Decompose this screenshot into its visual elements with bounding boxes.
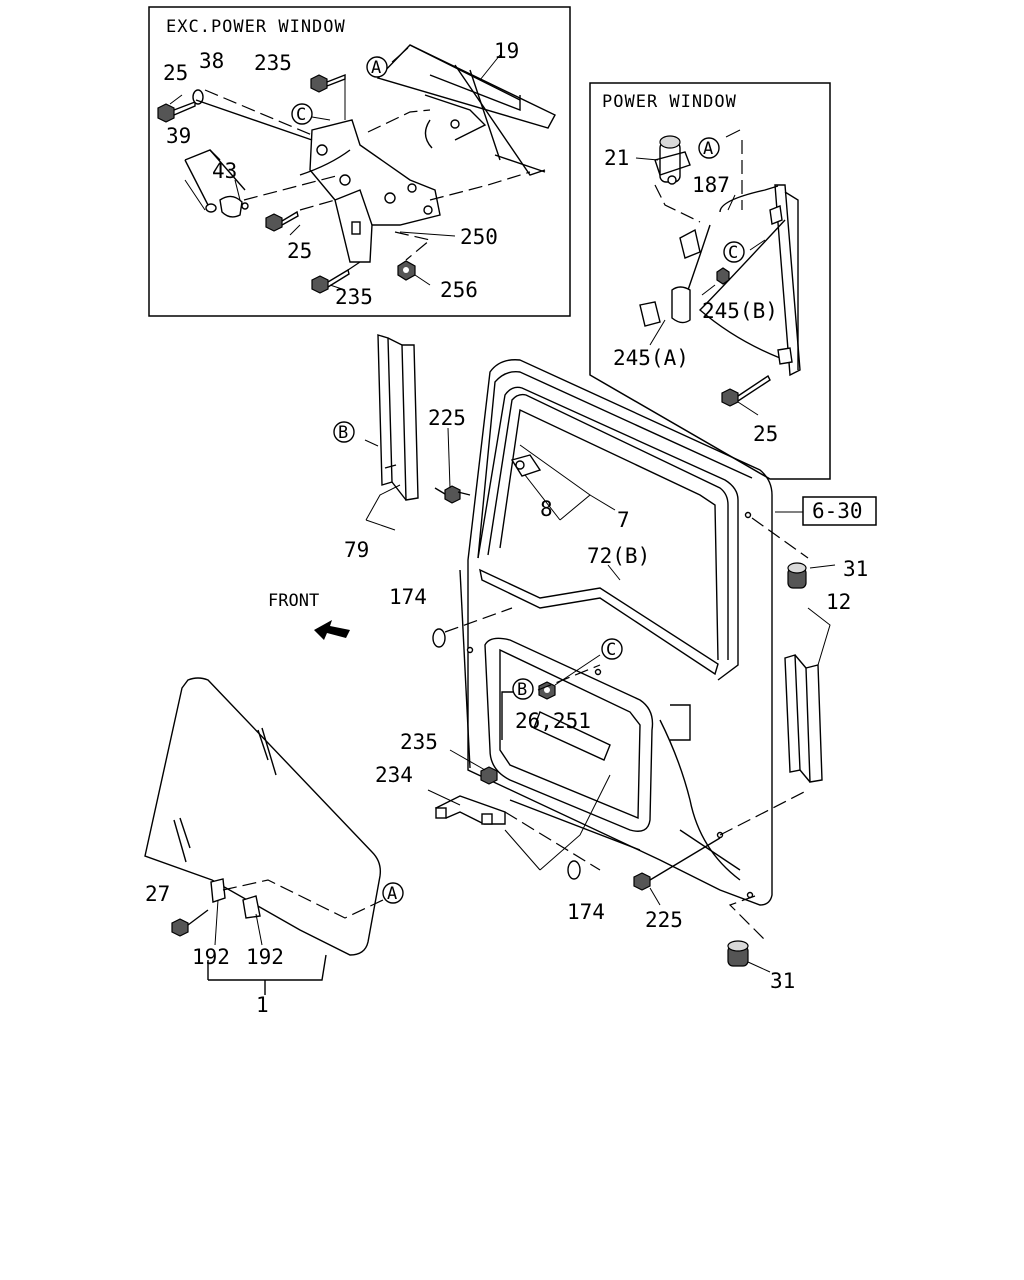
callout-43: 43 bbox=[212, 159, 237, 183]
front-channel-12 bbox=[784, 654, 823, 783]
callout-31: 31 bbox=[843, 557, 868, 581]
callout-31: 31 bbox=[770, 969, 795, 993]
callout-192: 192 bbox=[246, 945, 284, 969]
nut-26-251 bbox=[538, 681, 556, 700]
glass-clip-8 bbox=[510, 454, 542, 477]
reference-circle-c: C bbox=[723, 241, 745, 263]
bolt-25-lower bbox=[265, 210, 299, 232]
window-frame-run bbox=[477, 386, 739, 681]
front-label: FRONT bbox=[268, 591, 319, 611]
manual-regulator-arm bbox=[376, 44, 556, 176]
rear-channel-79 bbox=[377, 334, 419, 501]
callout-25: 25 bbox=[163, 61, 188, 85]
reference-circle-c: C bbox=[291, 103, 313, 125]
callout-235: 235 bbox=[335, 285, 373, 309]
callout-19: 19 bbox=[494, 39, 519, 63]
regulator-bracket-234 bbox=[434, 795, 506, 825]
reference-circle-a: A bbox=[366, 56, 388, 78]
svg-text:C: C bbox=[728, 243, 738, 263]
plug-174-lower bbox=[567, 860, 581, 880]
svg-text:A: A bbox=[703, 139, 713, 159]
callout-245a: 245(A) bbox=[613, 346, 689, 370]
reference-circle-a: A bbox=[382, 882, 404, 904]
inset-exc-power-window-frame bbox=[148, 6, 571, 317]
callout-192: 192 bbox=[192, 945, 230, 969]
inset-exc-power-window-title: EXC.POWER WINDOW bbox=[166, 17, 346, 37]
manual-regulator-plate bbox=[299, 119, 441, 263]
callout-8: 8 bbox=[540, 497, 553, 521]
bolt-235-main bbox=[480, 766, 498, 785]
callout-72b: 72(B) bbox=[587, 544, 650, 568]
callout-7: 7 bbox=[617, 508, 630, 532]
callout-235: 235 bbox=[254, 51, 292, 75]
callout-79: 79 bbox=[344, 538, 369, 562]
bolt-25-inset bbox=[157, 100, 196, 123]
callout-39: 39 bbox=[166, 124, 191, 148]
stopper-31-upper bbox=[787, 562, 807, 589]
glass-channel-192-a bbox=[210, 878, 226, 903]
glass-channel-192-b bbox=[242, 895, 261, 919]
callout-250: 250 bbox=[460, 225, 498, 249]
bolt-235-lower bbox=[311, 268, 350, 294]
callout-12: 12 bbox=[826, 590, 851, 614]
reference-circle-c: C bbox=[601, 638, 623, 660]
svg-text:B: B bbox=[517, 680, 527, 700]
front-arrow-icon bbox=[314, 620, 350, 640]
callout-21: 21 bbox=[604, 146, 629, 170]
inner-door-panel bbox=[484, 637, 654, 832]
inset-power-window-title: POWER WINDOW bbox=[602, 92, 737, 112]
power-window-motor bbox=[654, 135, 691, 185]
inset-power-window-frame bbox=[589, 82, 831, 480]
bolt-235-upper bbox=[310, 73, 346, 93]
reference-circle-a: A bbox=[698, 137, 720, 159]
window-crank-handle bbox=[205, 195, 249, 218]
inset-exc-power-window: EXC.POWER WINDOW bbox=[148, 6, 571, 317]
nut-245b bbox=[716, 267, 730, 285]
washer-38 bbox=[192, 89, 204, 105]
callout-38: 38 bbox=[199, 49, 224, 73]
callout-256: 256 bbox=[440, 278, 478, 302]
bolt-225-upper bbox=[434, 485, 461, 504]
svg-text:6-30: 6-30 bbox=[812, 499, 863, 523]
svg-text:B: B bbox=[338, 423, 348, 443]
callout-174: 174 bbox=[567, 900, 605, 924]
callout-25: 25 bbox=[753, 422, 778, 446]
callout-234: 234 bbox=[375, 763, 413, 787]
callout-27: 27 bbox=[145, 882, 170, 906]
callout-25: 25 bbox=[287, 239, 312, 263]
svg-text:A: A bbox=[387, 884, 397, 904]
callout-225: 225 bbox=[645, 908, 683, 932]
door-panel-assembly: 225 79 8 7 72(B) 174 31 12 26,251 235 23… bbox=[145, 334, 877, 1017]
callout-187: 187 bbox=[692, 173, 730, 197]
reference-circle-b: B bbox=[333, 421, 355, 443]
page-reference-box: 6-30 bbox=[775, 496, 877, 526]
svg-text:C: C bbox=[606, 640, 616, 660]
callout-225: 225 bbox=[428, 406, 466, 430]
inset-power-window: POWER WINDOW bbox=[589, 82, 831, 480]
plug-174-upper bbox=[432, 628, 446, 648]
svg-text:C: C bbox=[296, 105, 306, 125]
callout-245b: 245(B) bbox=[702, 299, 778, 323]
belt-molding-72b bbox=[479, 568, 719, 676]
door-shell bbox=[467, 359, 773, 906]
bolt-25-power bbox=[721, 374, 771, 407]
bolt-225-lower bbox=[633, 837, 721, 891]
door-glass-1: A bbox=[144, 677, 404, 995]
callout-235: 235 bbox=[400, 730, 438, 754]
callout-1: 1 bbox=[256, 993, 269, 1017]
svg-text:A: A bbox=[371, 58, 381, 78]
bolt-27 bbox=[171, 909, 209, 937]
callout-26-251: 26,251 bbox=[515, 709, 591, 733]
nut-256 bbox=[397, 260, 416, 281]
callout-174: 174 bbox=[389, 585, 427, 609]
stopper-31-lower bbox=[727, 940, 749, 967]
reference-circle-b: B bbox=[512, 678, 534, 700]
power-regulator-rail bbox=[639, 184, 801, 377]
